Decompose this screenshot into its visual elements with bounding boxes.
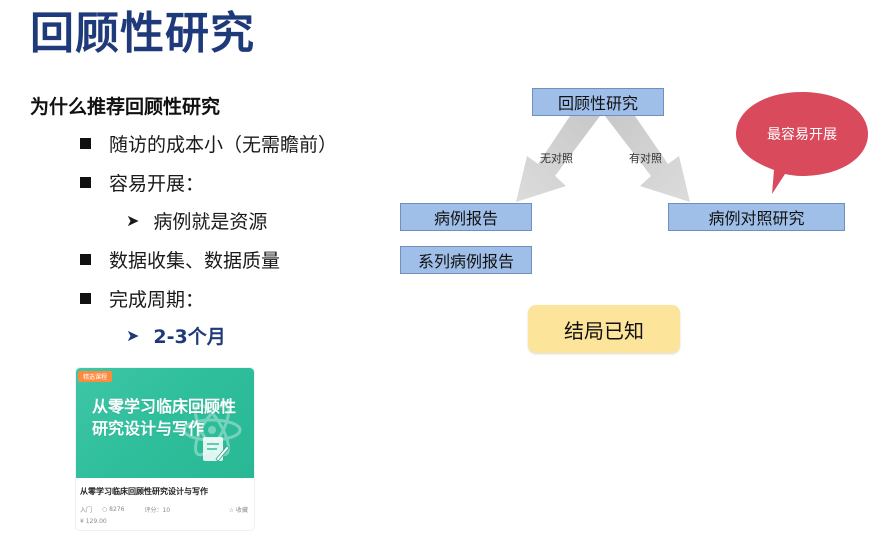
pen-paper-icon xyxy=(203,437,230,462)
learner-count: 8276 xyxy=(109,506,125,513)
favorite-label: 收藏 xyxy=(235,507,248,514)
course-tag: 精选课程 xyxy=(78,371,113,382)
bullet-text: 容易开展： xyxy=(109,173,205,195)
arrow-bullet-icon: ➤ xyxy=(126,326,140,345)
course-meta: 入门 ○ 8276 评分：10 xyxy=(80,505,250,514)
course-banner: 精选课程 从零学习临床回顾性 研究设计与写作 xyxy=(76,368,254,478)
sub-bullet-cases: ➤ 病例就是资源 xyxy=(126,207,267,234)
diagram-root-box: 回顾性研究 xyxy=(532,88,664,116)
course-banner-text: 从零学习临床回顾性 研究设计与写作 xyxy=(92,396,242,440)
edge-label-no-control: 无对照 xyxy=(540,152,573,165)
sub-bullet-text: 病例就是资源 xyxy=(153,211,268,233)
subtitle: 为什么推荐回顾性研究 xyxy=(30,96,221,118)
square-bullet-icon xyxy=(80,138,91,149)
bullet-cycle: 完成周期： xyxy=(80,285,204,312)
outcome-box: 结局已知 xyxy=(528,305,680,353)
diagram-case-control-box: 病例对照研究 xyxy=(668,203,845,231)
course-level: 入门 xyxy=(80,507,93,514)
bullet-easy: 容易开展： xyxy=(80,169,204,196)
bullet-data: 数据收集、数据质量 xyxy=(80,246,280,273)
page-title: 回顾性研究 xyxy=(30,8,255,59)
bullet-text: 数据收集、数据质量 xyxy=(109,250,281,272)
course-price: ¥ 129.00 xyxy=(80,518,107,525)
banner-line-1: 从零学习临床回顾性 xyxy=(92,397,237,416)
right-arrow xyxy=(605,116,690,202)
arrow-bullet-icon: ➤ xyxy=(126,211,140,230)
course-learners: ○ 8276 xyxy=(102,506,125,513)
banner-line-2: 研究设计与写作 xyxy=(92,419,205,438)
course-title[interactable]: 从零学习临床回顾性研究设计与写作 xyxy=(80,487,208,496)
diagram-case-report-box: 病例报告 xyxy=(400,203,532,231)
bullet-cost: 随访的成本小（无需瞻前） xyxy=(80,130,337,157)
diagram-case-series-box: 系列病例报告 xyxy=(400,246,532,274)
square-bullet-icon xyxy=(80,254,91,265)
bubble-text: 最容易开展 xyxy=(767,127,837,143)
course-card[interactable]: 精选课程 从零学习临床回顾性 研究设计与写作 从零学习临床回顾性研究设计与写作 … xyxy=(76,368,254,530)
speech-bubble xyxy=(736,92,868,194)
left-arrow xyxy=(516,116,600,202)
edge-label-with-control: 有对照 xyxy=(629,152,662,165)
sub-bullet-months: ➤ 2-3个月 xyxy=(126,322,226,349)
course-rating: 评分：10 xyxy=(144,507,171,514)
square-bullet-icon xyxy=(80,293,91,304)
favorite-button[interactable]: ☆ 收藏 xyxy=(228,507,248,514)
square-bullet-icon xyxy=(80,177,91,188)
bullet-text: 随访的成本小（无需瞻前） xyxy=(109,134,338,156)
sub-bullet-text: 2-3个月 xyxy=(153,326,226,348)
bullet-text: 完成周期： xyxy=(109,289,205,311)
